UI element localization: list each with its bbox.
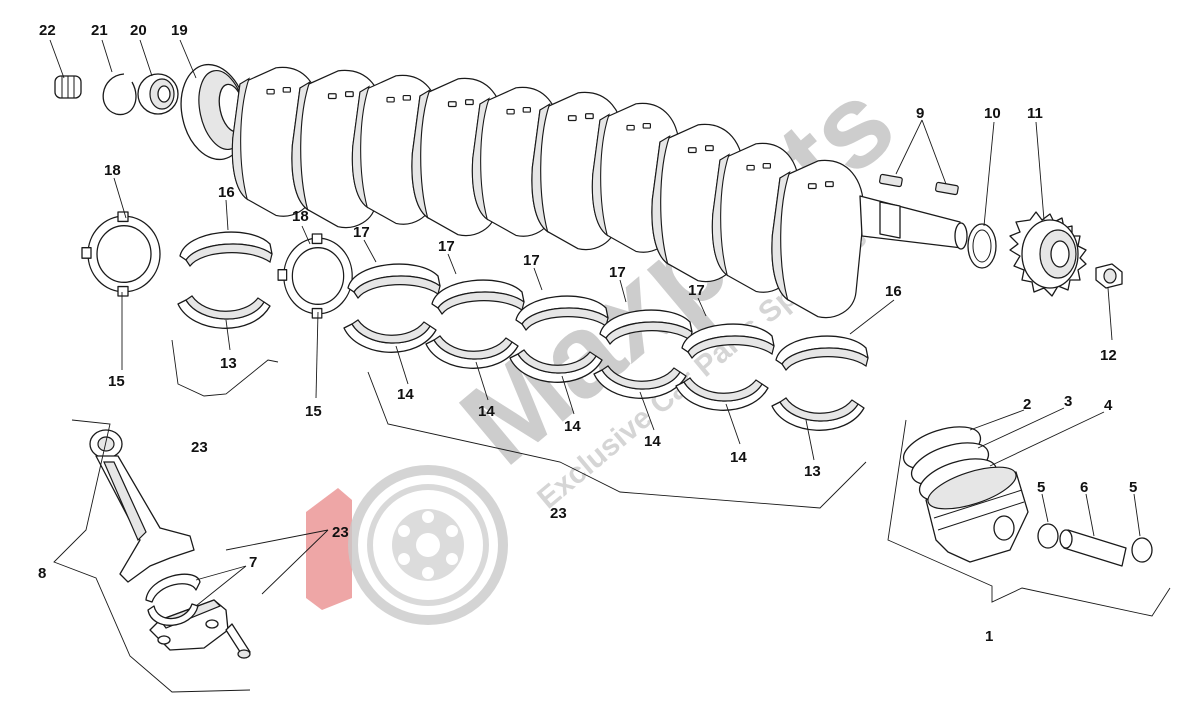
- callout-10: 10: [984, 105, 1001, 122]
- callout-17-a: 17: [353, 224, 370, 241]
- callout-6: 6: [1080, 479, 1088, 496]
- pilot-bearing: [137, 73, 179, 115]
- callout-14-b: 14: [478, 403, 495, 420]
- bracket-group-23-left: [171, 339, 279, 397]
- bracket-group-8: [53, 419, 251, 693]
- plug: [54, 75, 82, 99]
- callout-2: 2: [1023, 396, 1031, 413]
- callout-17-d: 17: [609, 264, 626, 281]
- piston-pin: [1059, 529, 1127, 567]
- callout-23-center: 23: [550, 505, 567, 522]
- thrust-washer-left: [81, 211, 161, 297]
- callout-11: 11: [1027, 105, 1043, 122]
- callout-23-lower: 23: [332, 524, 349, 541]
- callout-22: 22: [39, 22, 56, 39]
- callout-8: 8: [38, 565, 46, 582]
- callout-17-e: 17: [688, 282, 705, 299]
- callout-3: 3: [1064, 393, 1072, 410]
- callout-23-left: 23: [191, 439, 208, 456]
- thrust-washer-middle: [277, 233, 353, 319]
- callout-20: 20: [130, 22, 147, 39]
- callout-15-left: 15: [108, 373, 125, 390]
- callout-18-left: 18: [104, 162, 121, 179]
- callout-19: 19: [171, 22, 188, 39]
- callout-5-left: 5: [1037, 479, 1045, 496]
- callout-15-middle: 15: [305, 403, 322, 420]
- callout-16-right: 16: [885, 283, 902, 300]
- callout-14-d: 14: [644, 433, 661, 450]
- crankshaft: [180, 63, 968, 319]
- callout-13-right: 13: [804, 463, 821, 480]
- callout-4: 4: [1104, 397, 1113, 414]
- watermark-logo: [306, 465, 508, 625]
- circlip: [102, 73, 137, 116]
- callout-21: 21: [91, 22, 108, 39]
- callout-5-right: 5: [1129, 479, 1137, 496]
- callout-14-e: 14: [730, 449, 747, 466]
- crank-gear: [1009, 211, 1087, 297]
- callout-17-b: 17: [438, 238, 455, 255]
- rod-bearing-shells: [145, 573, 201, 626]
- bracket-group-23-center: [367, 371, 867, 509]
- woodruff-keys: [879, 173, 959, 196]
- pin-circlips: [1037, 523, 1153, 563]
- callout-12: 12: [1100, 347, 1117, 364]
- gear-bolt: [1095, 263, 1123, 289]
- leader-lines: [49, 39, 1141, 607]
- callout-9: 9: [916, 105, 924, 122]
- bracket-group-1: [887, 419, 1171, 617]
- callout-13-left: 13: [220, 355, 237, 372]
- callout-18-middle: 18: [292, 208, 309, 225]
- callout-14-a: 14: [397, 386, 414, 403]
- callout-7: 7: [249, 554, 257, 571]
- piston-assembly: [902, 426, 1029, 563]
- callout-labels: 22 21 20 19 9 10 11 12 18 15 16 13 18 15…: [38, 22, 1137, 645]
- callout-17-c: 17: [523, 252, 540, 269]
- callout-1: 1: [985, 628, 993, 645]
- callout-14-c: 14: [564, 418, 581, 435]
- seal-ring: [967, 223, 997, 269]
- callout-16-left: 16: [218, 184, 235, 201]
